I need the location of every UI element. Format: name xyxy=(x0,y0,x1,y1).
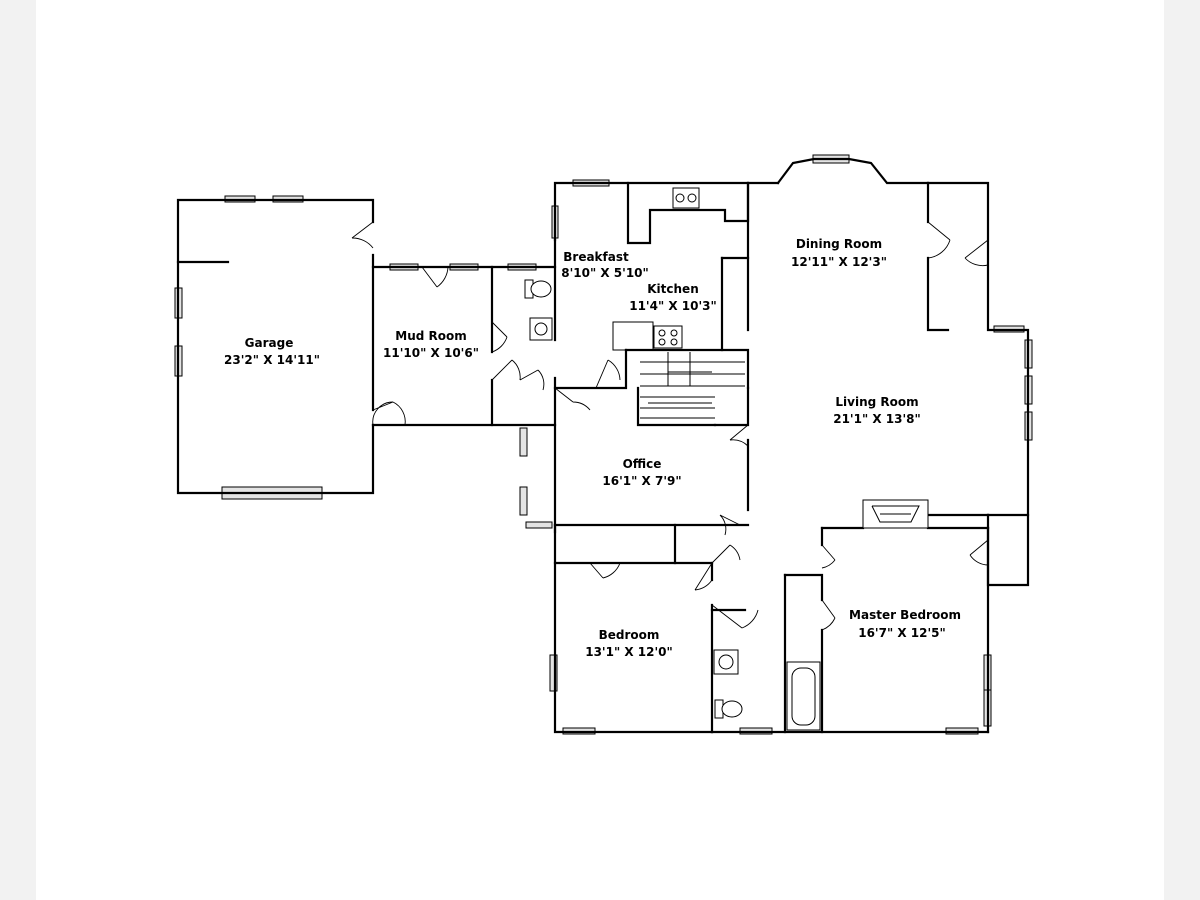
room-dims-bedroom: 13'1" X 12'0" xyxy=(585,645,673,659)
sink xyxy=(534,322,548,336)
bath-toilet xyxy=(721,700,743,718)
room-dims-breakfast: 8'10" X 5'10" xyxy=(561,266,649,280)
office-window-1 xyxy=(519,427,528,457)
room-dims-living-room: 21'1" X 13'8" xyxy=(833,412,921,426)
room-name-master-bedroom: Master Bedroom xyxy=(849,608,961,622)
fireplace xyxy=(862,499,929,529)
room-dims-master-bedroom: 16'7" X 12'5" xyxy=(858,626,946,640)
garage-entry-door xyxy=(351,221,374,249)
room-name-garage: Garage xyxy=(245,336,294,350)
doors xyxy=(351,221,989,631)
room-dims-office: 16'1" X 7'9" xyxy=(602,474,681,488)
stairs xyxy=(640,352,745,419)
half-bath-fixtures xyxy=(524,279,553,341)
room-name-breakfast: Breakfast xyxy=(563,250,629,264)
full-bath-fixtures xyxy=(713,649,821,731)
garage-walls xyxy=(176,198,375,495)
walls xyxy=(176,157,1030,734)
kitchen-fixtures xyxy=(653,187,700,349)
bath-sink xyxy=(718,654,734,670)
room-name-office: Office xyxy=(623,457,662,471)
room-dims-dining-room: 12'11" X 12'3" xyxy=(791,255,887,269)
room-name-kitchen: Kitchen xyxy=(647,282,699,296)
office-window-3 xyxy=(525,521,553,529)
range-stove xyxy=(653,325,683,349)
floor-plan-drawing: Garage 23'2" X 14'11" Mud Room 11'10" X … xyxy=(174,154,1033,735)
room-dims-kitchen: 11'4" X 10'3" xyxy=(629,299,717,313)
room-name-living-room: Living Room xyxy=(835,395,918,409)
room-name-bedroom: Bedroom xyxy=(599,628,660,642)
office-window-2 xyxy=(519,486,528,516)
floor-plan-sheet: Garage 23'2" X 14'11" Mud Room 11'10" X … xyxy=(36,0,1164,900)
room-labels: Garage 23'2" X 14'11" Mud Room 11'10" X … xyxy=(224,237,961,659)
room-dims-mud-room: 11'10" X 10'6" xyxy=(383,346,479,360)
kitchen-sink xyxy=(672,187,700,209)
toilet xyxy=(530,280,552,298)
bedroom-window-1 xyxy=(549,654,558,692)
room-name-mud-room: Mud Room xyxy=(395,329,466,343)
room-name-dining-room: Dining Room xyxy=(796,237,882,251)
room-dims-garage: 23'2" X 14'11" xyxy=(224,353,320,367)
